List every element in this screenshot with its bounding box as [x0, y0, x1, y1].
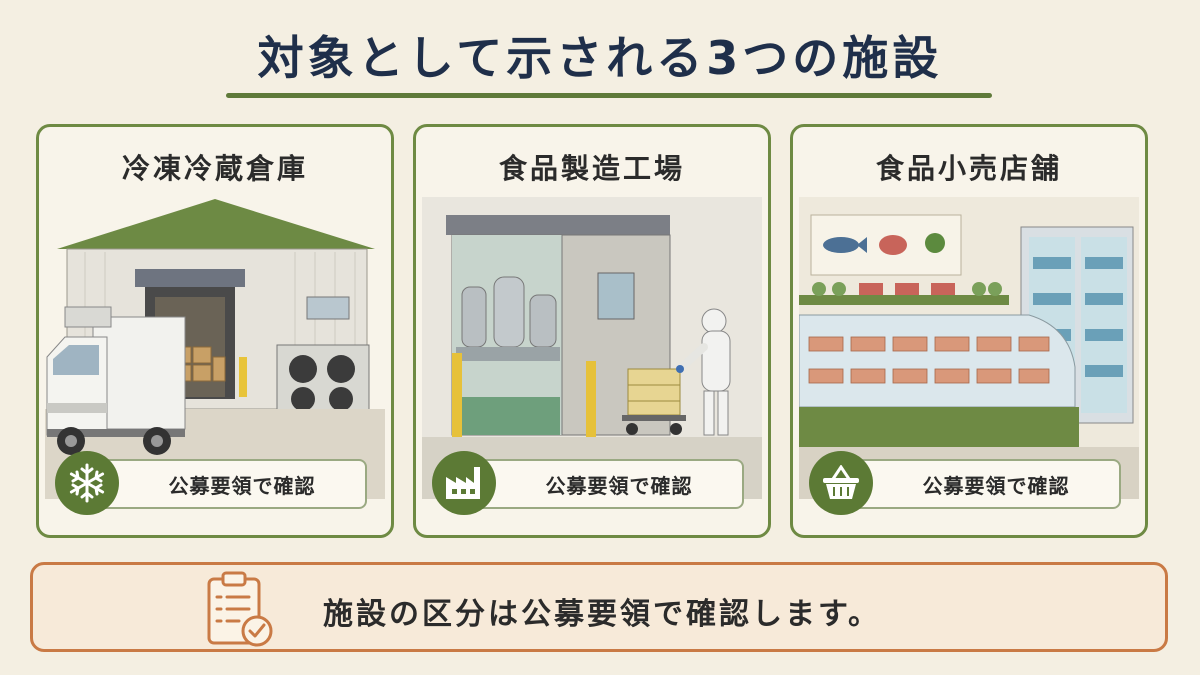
confirm-label: 公募要領で確認	[95, 459, 367, 509]
factory-icon	[432, 451, 496, 515]
confirm-row: 公募要領で確認	[809, 451, 1131, 515]
clipboard-check-icon	[207, 571, 273, 647]
facility-title: 食品製造工場	[498, 152, 685, 185]
note-banner: 施設の区分は公募要領で確認します。	[30, 562, 1168, 652]
facility-card-food-factory: 食品製造工場	[413, 124, 771, 538]
shopping-basket-icon	[809, 451, 873, 515]
confirm-label: 公募要領で確認	[472, 459, 744, 509]
facility-card-food-retail: 食品小売店舗	[790, 124, 1148, 538]
snowflake-icon	[55, 451, 119, 515]
page-title: 対象として示される3つの施設	[257, 31, 943, 85]
title-underline	[226, 93, 992, 98]
factory-illustration	[422, 197, 762, 499]
confirm-row: 公募要領で確認	[432, 451, 754, 515]
note-text: 施設の区分は公募要領で確認します。	[323, 597, 881, 632]
confirm-label: 公募要領で確認	[849, 459, 1121, 509]
facility-title: 冷凍冷蔵倉庫	[121, 152, 308, 185]
facility-title: 食品小売店舗	[875, 152, 1062, 185]
facility-card-cold-storage: 冷凍冷蔵倉庫	[36, 124, 394, 538]
confirm-row: 公募要領で確認	[55, 451, 377, 515]
